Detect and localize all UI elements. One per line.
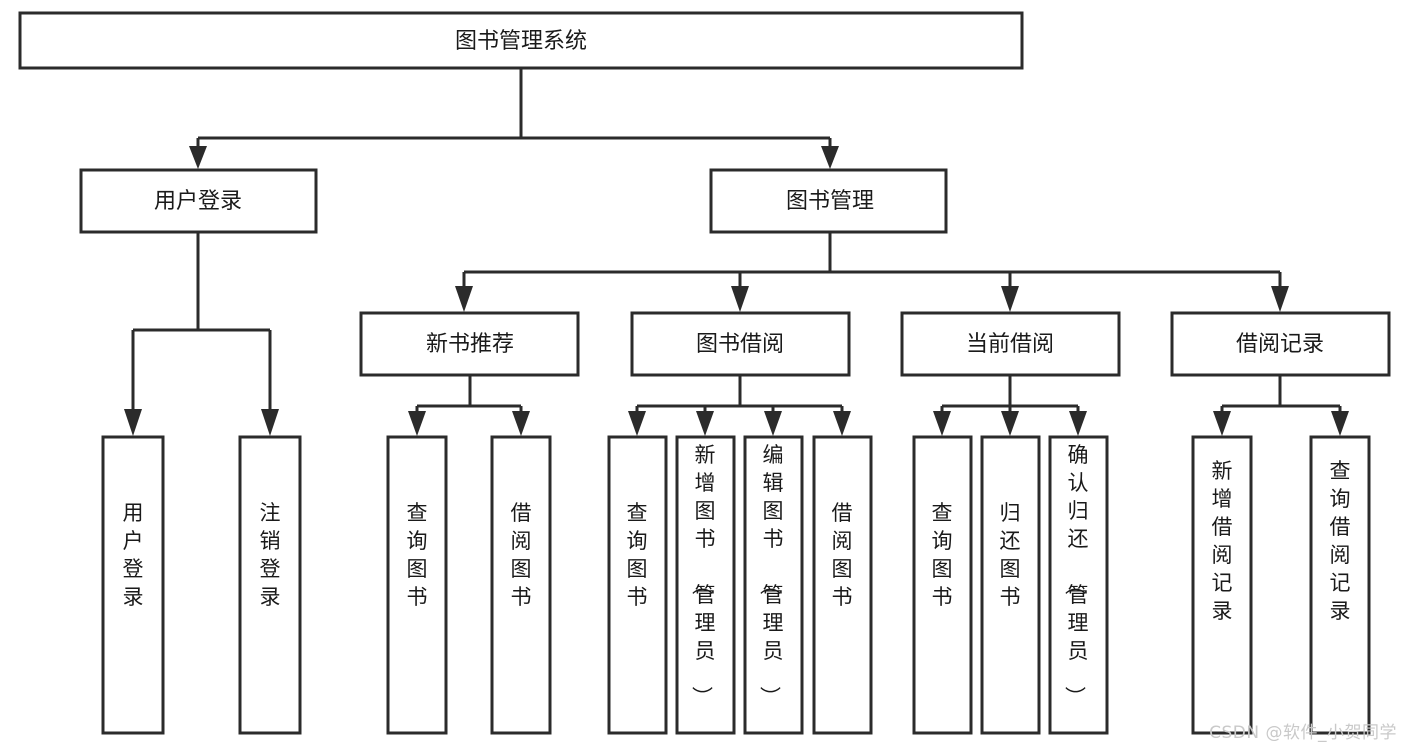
leaf-query-record-box[interactable] <box>1309 435 1371 735</box>
leaf-user-logout[interactable]: 注销登录 <box>238 435 302 735</box>
node-book-manage[interactable]: 图书管理 <box>709 168 948 234</box>
node-borrow-record-label: 借阅记录 <box>1236 332 1324 357</box>
leaf-borrow-book-2[interactable]: 借阅图书 <box>812 435 873 735</box>
leaf-borrow-book-2-label: 借阅图书 <box>832 501 853 609</box>
leaf-edit-book[interactable]: 编辑图书（管理员） <box>743 435 804 735</box>
leaf-query-book-3-label: 查询图书 <box>932 501 953 609</box>
node-new-book-recommend-label: 新书推荐 <box>426 332 514 357</box>
arrow-to-book-manage <box>821 146 839 169</box>
connectors-layer <box>124 68 1349 436</box>
arrow-to-book-borrow <box>731 286 749 312</box>
node-root-box[interactable] <box>18 11 1024 70</box>
leaf-user-logout-label: 注销登录 <box>260 501 281 609</box>
leaf-confirm-return-label: 确认归还（管理员） <box>1063 443 1089 707</box>
node-book-borrow-box[interactable] <box>630 311 851 377</box>
arrow-to-leaf-query-book-3 <box>933 411 951 436</box>
arrow-to-leaf-add-book <box>696 411 714 436</box>
node-user-login-label: 用户登录 <box>154 189 242 214</box>
arrow-to-leaf-edit-book <box>764 411 782 436</box>
arrow-to-current-borrow <box>1001 286 1019 312</box>
leaf-confirm-return[interactable]: 确认归还（管理员） <box>1048 435 1109 735</box>
arrow-to-leaf-return-book <box>1001 411 1019 436</box>
leaf-borrow-book-2-box[interactable] <box>812 435 873 735</box>
node-user-login[interactable]: 用户登录 <box>79 168 318 234</box>
leaf-query-book-1-label: 查询图书 <box>407 501 428 609</box>
leaf-query-book-2-box[interactable] <box>607 435 668 735</box>
leaf-edit-book-label: 编辑图书（管理员） <box>758 443 784 707</box>
node-borrow-record-box[interactable] <box>1170 311 1391 377</box>
leaf-user-login-box[interactable] <box>101 435 165 735</box>
leaf-confirm-return-box[interactable] <box>1048 435 1109 735</box>
node-root[interactable]: 图书管理系统 <box>18 11 1024 70</box>
arrow-to-new-book-recommend <box>455 286 473 312</box>
arrow-to-leaf-user-logout <box>261 409 279 436</box>
node-new-book-recommend-box[interactable] <box>359 311 580 377</box>
node-book-borrow[interactable]: 图书借阅 <box>630 311 851 377</box>
arrow-to-leaf-user-login <box>124 409 142 436</box>
leaf-query-book-1-box[interactable] <box>386 435 448 735</box>
leaf-query-record-label: 查询借阅记录 <box>1330 459 1351 623</box>
leaf-add-book[interactable]: 新增图书（管理员） <box>675 435 736 735</box>
leaf-add-record[interactable]: 新增借阅记录 <box>1191 435 1253 735</box>
arrow-to-leaf-query-book-2 <box>628 411 646 436</box>
arrow-to-leaf-confirm-return <box>1069 411 1087 436</box>
node-new-book-recommend[interactable]: 新书推荐 <box>359 311 580 377</box>
leaf-return-book-box[interactable] <box>980 435 1041 735</box>
leaf-query-book-2[interactable]: 查询图书 <box>607 435 668 735</box>
node-root-label: 图书管理系统 <box>455 29 587 54</box>
arrow-to-leaf-borrow-book-2 <box>833 411 851 436</box>
csdn-watermark: CSDN @软件_小贺同学 <box>1209 723 1397 743</box>
node-user-login-box[interactable] <box>79 168 318 234</box>
node-current-borrow-box[interactable] <box>900 311 1121 377</box>
arrow-to-leaf-borrow-book-1 <box>512 411 530 436</box>
node-book-manage-box[interactable] <box>709 168 948 234</box>
leaf-borrow-book-1-label: 借阅图书 <box>511 501 532 609</box>
leaf-query-record[interactable]: 查询借阅记录 <box>1309 435 1371 735</box>
node-borrow-record[interactable]: 借阅记录 <box>1170 311 1391 377</box>
node-current-borrow[interactable]: 当前借阅 <box>900 311 1121 377</box>
leaf-edit-book-box[interactable] <box>743 435 804 735</box>
leaf-user-login[interactable]: 用户登录 <box>101 435 165 735</box>
leaf-add-book-box[interactable] <box>675 435 736 735</box>
arrow-to-leaf-query-record <box>1331 411 1349 436</box>
node-book-borrow-label: 图书借阅 <box>696 332 784 357</box>
leaf-return-book[interactable]: 归还图书 <box>980 435 1041 735</box>
leaf-add-record-box[interactable] <box>1191 435 1253 735</box>
arrow-to-leaf-add-record <box>1213 411 1231 436</box>
leaf-query-book-1[interactable]: 查询图书 <box>386 435 448 735</box>
leaf-user-login-label: 用户登录 <box>123 501 144 609</box>
leaf-return-book-label: 归还图书 <box>1000 501 1021 609</box>
leaf-add-record-label: 新增借阅记录 <box>1212 459 1233 623</box>
node-current-borrow-label: 当前借阅 <box>966 332 1054 357</box>
leaf-query-book-3[interactable]: 查询图书 <box>912 435 973 735</box>
leaf-query-book-3-box[interactable] <box>912 435 973 735</box>
leaf-borrow-book-1-box[interactable] <box>490 435 552 735</box>
arrow-to-user-login <box>189 146 207 169</box>
leaf-borrow-book-1[interactable]: 借阅图书 <box>490 435 552 735</box>
leaf-query-book-2-label: 查询图书 <box>627 501 648 609</box>
node-book-manage-label: 图书管理 <box>786 189 874 214</box>
leaf-add-book-label: 新增图书（管理员） <box>690 443 716 707</box>
arrow-to-leaf-query-book-1 <box>408 411 426 436</box>
leaf-user-logout-box[interactable] <box>238 435 302 735</box>
arrow-to-borrow-record <box>1271 286 1289 312</box>
